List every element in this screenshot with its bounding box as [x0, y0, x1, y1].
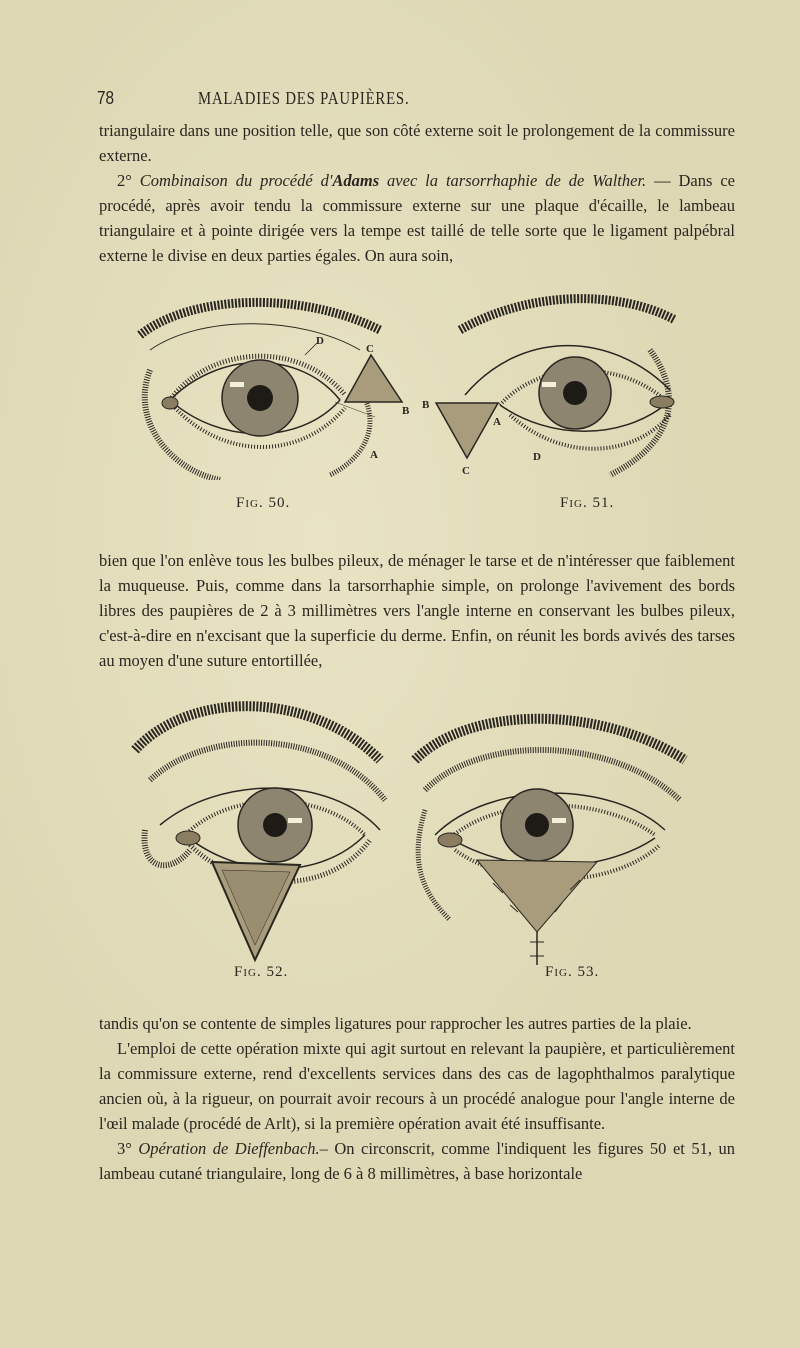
figure-51-caption: Fig. 51.: [560, 495, 615, 511]
label-A: A: [493, 416, 501, 428]
paragraph: tandis qu'on se contente de simples liga…: [99, 1014, 692, 1033]
text-block-1: triangulaire dans une position telle, qu…: [99, 118, 735, 268]
paragraph-body: Dans ce procédé, après avoir tendu la co…: [99, 171, 735, 265]
paragraph: triangulaire dans une position telle, qu…: [99, 121, 735, 165]
section-number: 2°: [117, 171, 132, 190]
title-name-adams: Adams: [332, 171, 380, 190]
label-B: B: [402, 405, 410, 417]
figure-53-caption: Fig. 53.: [545, 964, 600, 980]
text-block-2: bien que l'on enlève tous les bulbes pil…: [99, 548, 735, 673]
section-title: Combinaison du procédé d'Adams avec la t…: [140, 171, 646, 190]
label-C: C: [366, 343, 374, 355]
eye-engraving-icon: [131, 701, 388, 963]
eye-engraving-icon: D C B A: [137, 297, 410, 480]
title-part: Combinaison du procédé d': [139, 171, 333, 190]
page-header: 78 MALADIES DES PAUPIÈRES.: [0, 88, 800, 112]
label-D: D: [316, 335, 324, 347]
title-part: avec la tarsorrhaphie de de Walther.: [379, 171, 647, 190]
paragraph: L'emploi de cette opération mixte qui ag…: [99, 1039, 735, 1133]
running-title: MALADIES DES PAUPIÈRES.: [198, 88, 410, 108]
page-number: 78: [97, 88, 115, 108]
figure-50-eye-illustration: D C B A: [130, 290, 430, 480]
section-title: Opération de Dieffenbach.: [138, 1139, 320, 1158]
figure-52-caption: Fig. 52.: [234, 964, 289, 980]
dash: —: [646, 171, 671, 190]
label-A: A: [370, 449, 378, 461]
figure-51-eye-illustration: B A C D: [420, 290, 680, 480]
figure-53-eye-illustration: [410, 690, 690, 970]
paragraph: bien que l'on enlève tous les bulbes pil…: [99, 551, 735, 670]
text-block-3: tandis qu'on se contente de simples liga…: [99, 1011, 735, 1186]
label-B: B: [422, 399, 430, 411]
figure-50-caption: Fig. 50.: [236, 495, 291, 511]
paragraph-dieffenbach: 3° Opération de Dieffenbach.– On circons…: [99, 1136, 735, 1186]
section-number: 3°: [117, 1139, 132, 1158]
eye-engraving-icon: B A C D: [422, 294, 678, 478]
label-D: D: [533, 451, 541, 463]
figure-52-eye-illustration: [130, 690, 400, 970]
paragraph-body: – On circonscrit, comme l'indiquent les …: [99, 1139, 736, 1183]
eye-engraving-icon: [411, 713, 688, 965]
label-C: C: [462, 465, 470, 477]
paragraph-adams-walther: 2° Combinaison du procédé d'Adams avec l…: [99, 168, 735, 268]
